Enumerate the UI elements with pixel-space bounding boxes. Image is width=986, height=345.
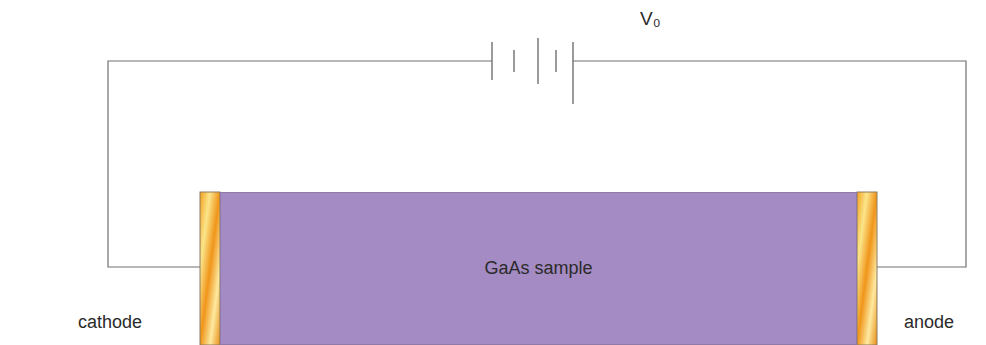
electrode-label: anode — [904, 312, 954, 333]
cathode-electrode — [200, 192, 220, 345]
anode-electrode — [857, 192, 877, 345]
electrode-label: cathode — [78, 312, 142, 333]
voltage-label: V₀ — [640, 8, 661, 30]
battery-symbol — [492, 38, 573, 104]
sample-name: GaAs sample — [484, 258, 592, 279]
sample-block: GaAs sample — [220, 192, 857, 345]
